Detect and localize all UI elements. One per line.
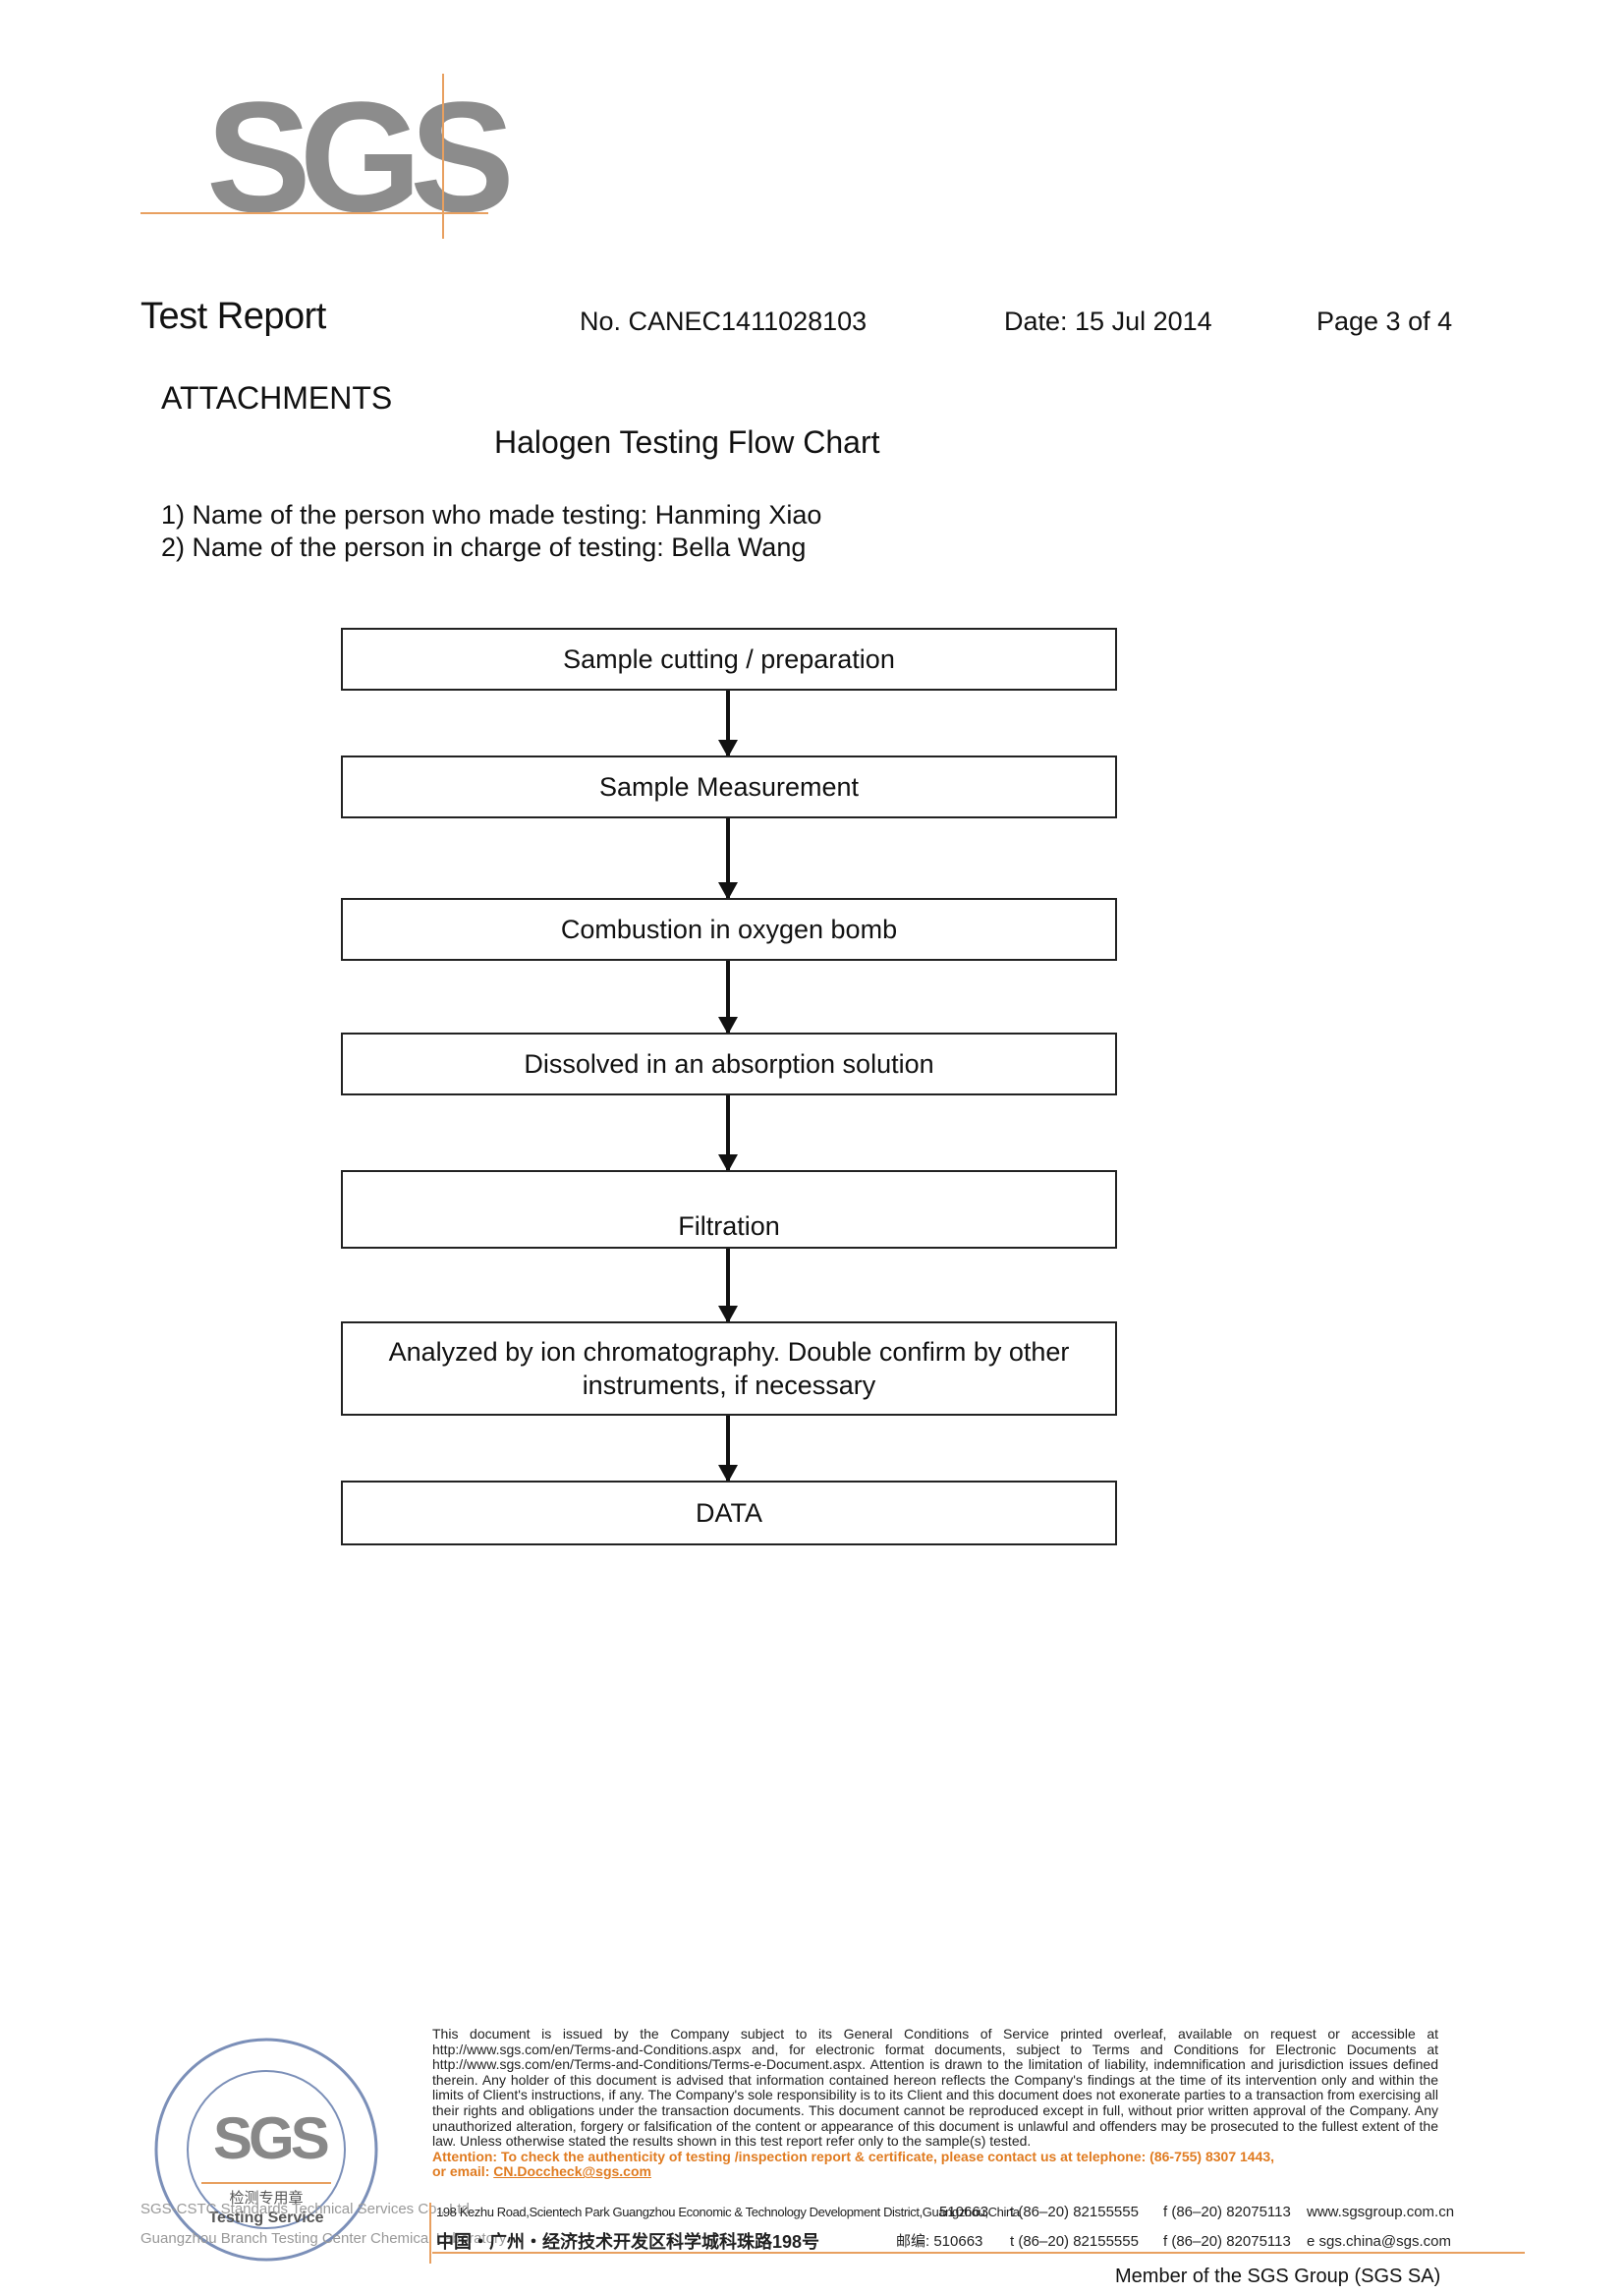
email-link[interactable]: e sgs.china@sgs.com (1307, 2233, 1451, 2250)
flow-step-dissolved: Dissolved in an absorption solution (341, 1033, 1117, 1095)
seal-icon: 检测专用章 Testing Service (154, 2038, 378, 2262)
seal-label-cn: 检测专用章 (229, 2189, 303, 2207)
sgs-group-membership: Member of the SGS Group (SGS SA) (1115, 2266, 1441, 2287)
flow-step-label: Filtration (678, 1211, 780, 1241)
postcode-en: 510663 (939, 2204, 989, 2220)
logo-vertical-line (442, 74, 444, 239)
flow-arrow (718, 1095, 738, 1172)
flow-step-label: Combustion in oxygen bomb (560, 915, 898, 944)
report-number: No. CANEC1411028103 (580, 307, 868, 336)
disclaimer-text: This document is issued by the Company s… (432, 2026, 1438, 2150)
section-label: ATTACHMENTS (161, 380, 393, 416)
flow-step-filtration: Filtration (341, 1170, 1117, 1249)
tester-name-line: 1) Name of the person who made testing: … (161, 500, 822, 530)
flow-step-label: Sample Measurement (598, 772, 860, 802)
footer-divider (429, 2203, 431, 2264)
flow-step-label: Dissolved in an absorption solution (524, 1049, 934, 1079)
telephone: t (86–20) 82155555 (1010, 2204, 1139, 2220)
report-title: Test Report (140, 296, 326, 337)
postcode-cn: 邮编: 510663 (896, 2233, 983, 2250)
flow-step-sample-cutting: Sample cutting / preparation (341, 628, 1117, 691)
telephone-cn-row: t (86–20) 82155555 (1010, 2233, 1139, 2250)
flow-arrow (718, 818, 738, 900)
flow-arrow (718, 691, 738, 757)
supervisor-name-line: 2) Name of the person in charge of testi… (161, 532, 807, 562)
authenticity-email-prefix: or email: (432, 2163, 494, 2180)
flow-chart-title: Halogen Testing Flow Chart (494, 424, 880, 460)
page-number: Page 3 of 4 (1316, 307, 1453, 336)
flow-arrow (718, 1249, 738, 1323)
authenticity-notice: Attention: To check the authenticity of … (432, 2148, 1275, 2164)
testing-service-seal: 检测专用章 Testing Service SGS (152, 2036, 380, 2264)
flow-step-data: DATA (341, 1481, 1117, 1545)
sgs-logo: SGS (206, 69, 515, 245)
flow-step-combustion: Combustion in oxygen bomb (341, 898, 1117, 961)
website-link[interactable]: www.sgsgroup.com.cn (1307, 2204, 1455, 2220)
logo-underline (140, 212, 488, 214)
lab-name-line-1: SGS-CSTC Standards Technical Services Co… (140, 2201, 475, 2217)
fax-cn-row: f (86–20) 82075113 (1163, 2233, 1291, 2250)
report-date: Date: 15 Jul 2014 (1004, 307, 1212, 336)
address-en: 198 Kezhu Road,Scientech Park Guangzhou … (436, 2205, 1020, 2219)
seal-label-en: Testing Service (208, 2210, 323, 2226)
flow-step-ion-chromatography: Analyzed by ion chromatography. Double c… (341, 1321, 1117, 1416)
flow-arrow (718, 961, 738, 1035)
flow-arrow (718, 1416, 738, 1483)
flow-step-label: Analyzed by ion chromatography. Double c… (388, 1337, 1070, 1400)
legal-disclaimer: This document is issued by the Company s… (432, 2026, 1438, 2180)
flow-step-sample-measurement: Sample Measurement (341, 756, 1117, 818)
seal-logo: SGS (213, 2105, 330, 2171)
flow-step-label: Sample cutting / preparation (563, 644, 895, 674)
authenticity-email-link[interactable]: CN.Doccheck@sgs.com (493, 2163, 651, 2180)
footer-rule (432, 2252, 1525, 2254)
fax: f (86–20) 82075113 (1163, 2204, 1291, 2220)
flow-step-label: DATA (695, 1498, 762, 1528)
address-cn: 中国・广州・经济技术开发区科学城科珠路198号 (436, 2232, 820, 2252)
lab-name-line-2: Guangzhou Branch Testing Center Chemical… (140, 2230, 507, 2247)
